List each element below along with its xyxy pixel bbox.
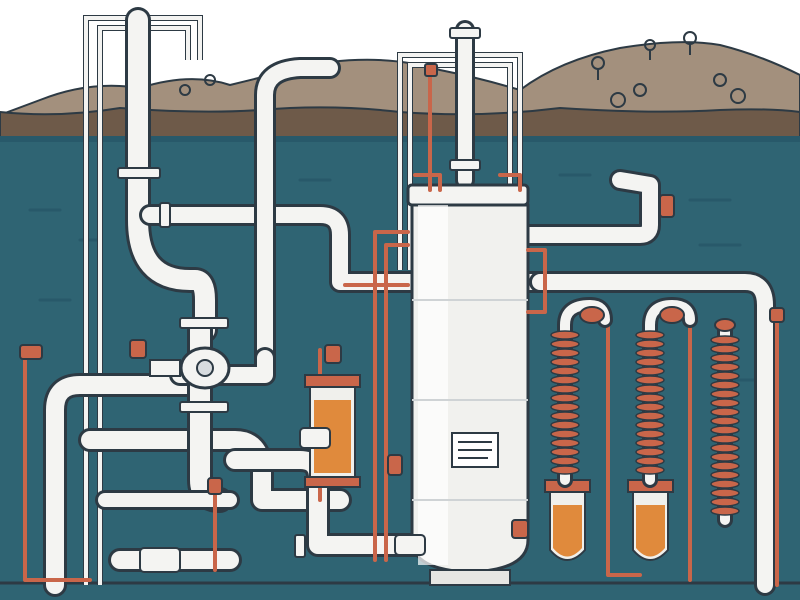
coil-winding: [710, 452, 740, 462]
coil-winding: [550, 402, 580, 412]
coil-winding: [550, 384, 580, 394]
flange-icon: [159, 202, 171, 228]
coil-winding: [710, 380, 740, 390]
coil-winding: [710, 416, 740, 426]
flange-icon: [294, 534, 306, 558]
coil-winding: [710, 353, 740, 363]
coil-winding: [710, 398, 740, 408]
coil-caps: [579, 306, 736, 332]
coil-winding: [710, 461, 740, 471]
coil-winding: [635, 447, 665, 457]
coil-winding: [635, 366, 665, 376]
coil-winding: [710, 335, 740, 345]
flange-icon: [179, 401, 229, 413]
coil-winding: [550, 375, 580, 385]
coil-windings: [550, 330, 740, 516]
coil-winding: [635, 339, 665, 349]
coil-winding: [550, 429, 580, 439]
coil-winding: [635, 411, 665, 421]
coil-winding: [635, 330, 665, 340]
filter-canister-icon: [544, 479, 591, 561]
coil-winding: [635, 357, 665, 367]
coil-winding: [710, 344, 740, 354]
coil-winding: [550, 348, 580, 358]
coil-winding: [710, 506, 740, 516]
main-pipes: [43, 7, 776, 597]
coil-winding: [550, 420, 580, 430]
coil-winding: [635, 348, 665, 358]
ground-base: [0, 580, 800, 600]
coil-winding: [710, 362, 740, 372]
coil-winding: [635, 384, 665, 394]
coil-winding: [710, 497, 740, 507]
coil-winding: [635, 429, 665, 439]
coil-winding: [710, 407, 740, 417]
coil-winding: [710, 488, 740, 498]
coil-icon: [642, 297, 698, 488]
coil-winding: [710, 425, 740, 435]
coil-winding: [635, 375, 665, 385]
coil-winding: [550, 438, 580, 448]
coil-winding: [710, 389, 740, 399]
coil-winding: [635, 465, 665, 475]
main-tank: [406, 183, 530, 586]
filter-canister-icon: [627, 479, 674, 561]
flange-icon: [117, 167, 161, 179]
coil-winding: [550, 366, 580, 376]
coil-winding: [635, 420, 665, 430]
flange-icon: [449, 27, 481, 39]
flange-icon: [449, 159, 481, 171]
copper-fittings: [19, 63, 785, 539]
coil-winding: [550, 393, 580, 403]
flanges: [117, 27, 509, 558]
coil-winding: [635, 438, 665, 448]
coil-winding: [550, 357, 580, 367]
coil-winding: [550, 411, 580, 421]
coil-winding: [635, 393, 665, 403]
flange-icon: [179, 317, 229, 329]
hill-shrubs: [179, 31, 746, 108]
coil-winding: [710, 434, 740, 444]
coil-winding: [550, 330, 580, 340]
coil-winding: [550, 339, 580, 349]
coil-winding: [550, 456, 580, 466]
coil-winding: [550, 447, 580, 457]
bottom-fittings: [139, 427, 426, 573]
coil-winding: [635, 402, 665, 412]
coil-winding: [635, 456, 665, 466]
tank-label-plate-icon: [451, 432, 499, 468]
coil-winding: [710, 479, 740, 489]
coil-winding: [710, 443, 740, 453]
coil-winding: [710, 470, 740, 480]
coil-winding: [710, 371, 740, 381]
valve-icon: [149, 346, 231, 390]
coil-winding: [550, 465, 580, 475]
